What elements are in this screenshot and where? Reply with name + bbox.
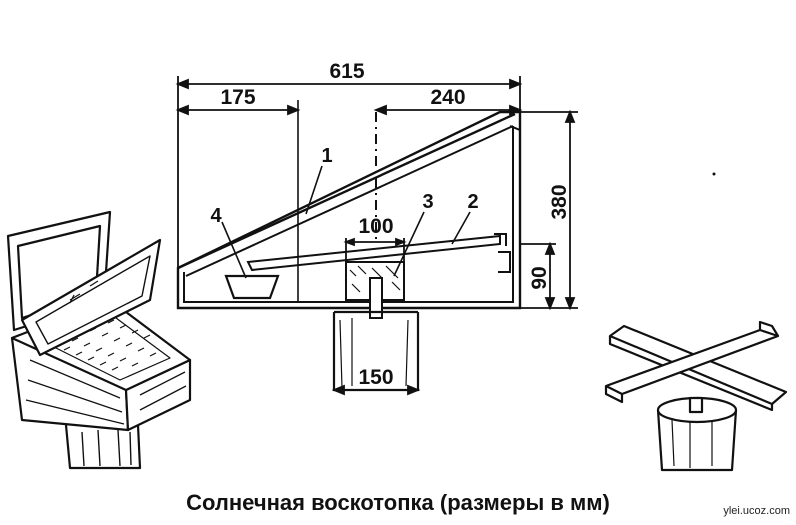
- callout-2: 2: [467, 191, 478, 213]
- dim-175: 175: [220, 86, 255, 109]
- tray-support: [498, 251, 511, 273]
- cross-support-sketch: [604, 320, 788, 472]
- peg: [369, 277, 383, 319]
- stray-dot: [712, 172, 716, 176]
- dim-150: 150: [358, 366, 393, 389]
- sketch-glass-sash: [20, 238, 162, 357]
- dim-380: 380: [548, 184, 571, 219]
- perspective-sketch: [6, 210, 192, 470]
- glass-top-line: [177, 112, 516, 270]
- sketch-post: [64, 424, 142, 470]
- glass-bottom-line: [185, 125, 514, 277]
- dimension-lines: [175, 76, 578, 396]
- dim-100: 100: [358, 215, 393, 238]
- support-post: [656, 409, 738, 472]
- cross-section: [176, 100, 522, 392]
- tray: [246, 234, 501, 272]
- callout-1: 1: [321, 145, 332, 167]
- watermark: ylei.ucoz.com: [723, 505, 790, 517]
- dim-615: 615: [329, 60, 364, 83]
- dim-240: 240: [430, 86, 465, 109]
- collector: [224, 274, 280, 300]
- dim-90: 90: [528, 266, 551, 289]
- figure-caption: Солнечная воскотопка (размеры в мм): [186, 490, 610, 515]
- box-outline: [176, 110, 522, 310]
- callout-4: 4: [210, 205, 222, 227]
- callout-3: 3: [422, 191, 433, 213]
